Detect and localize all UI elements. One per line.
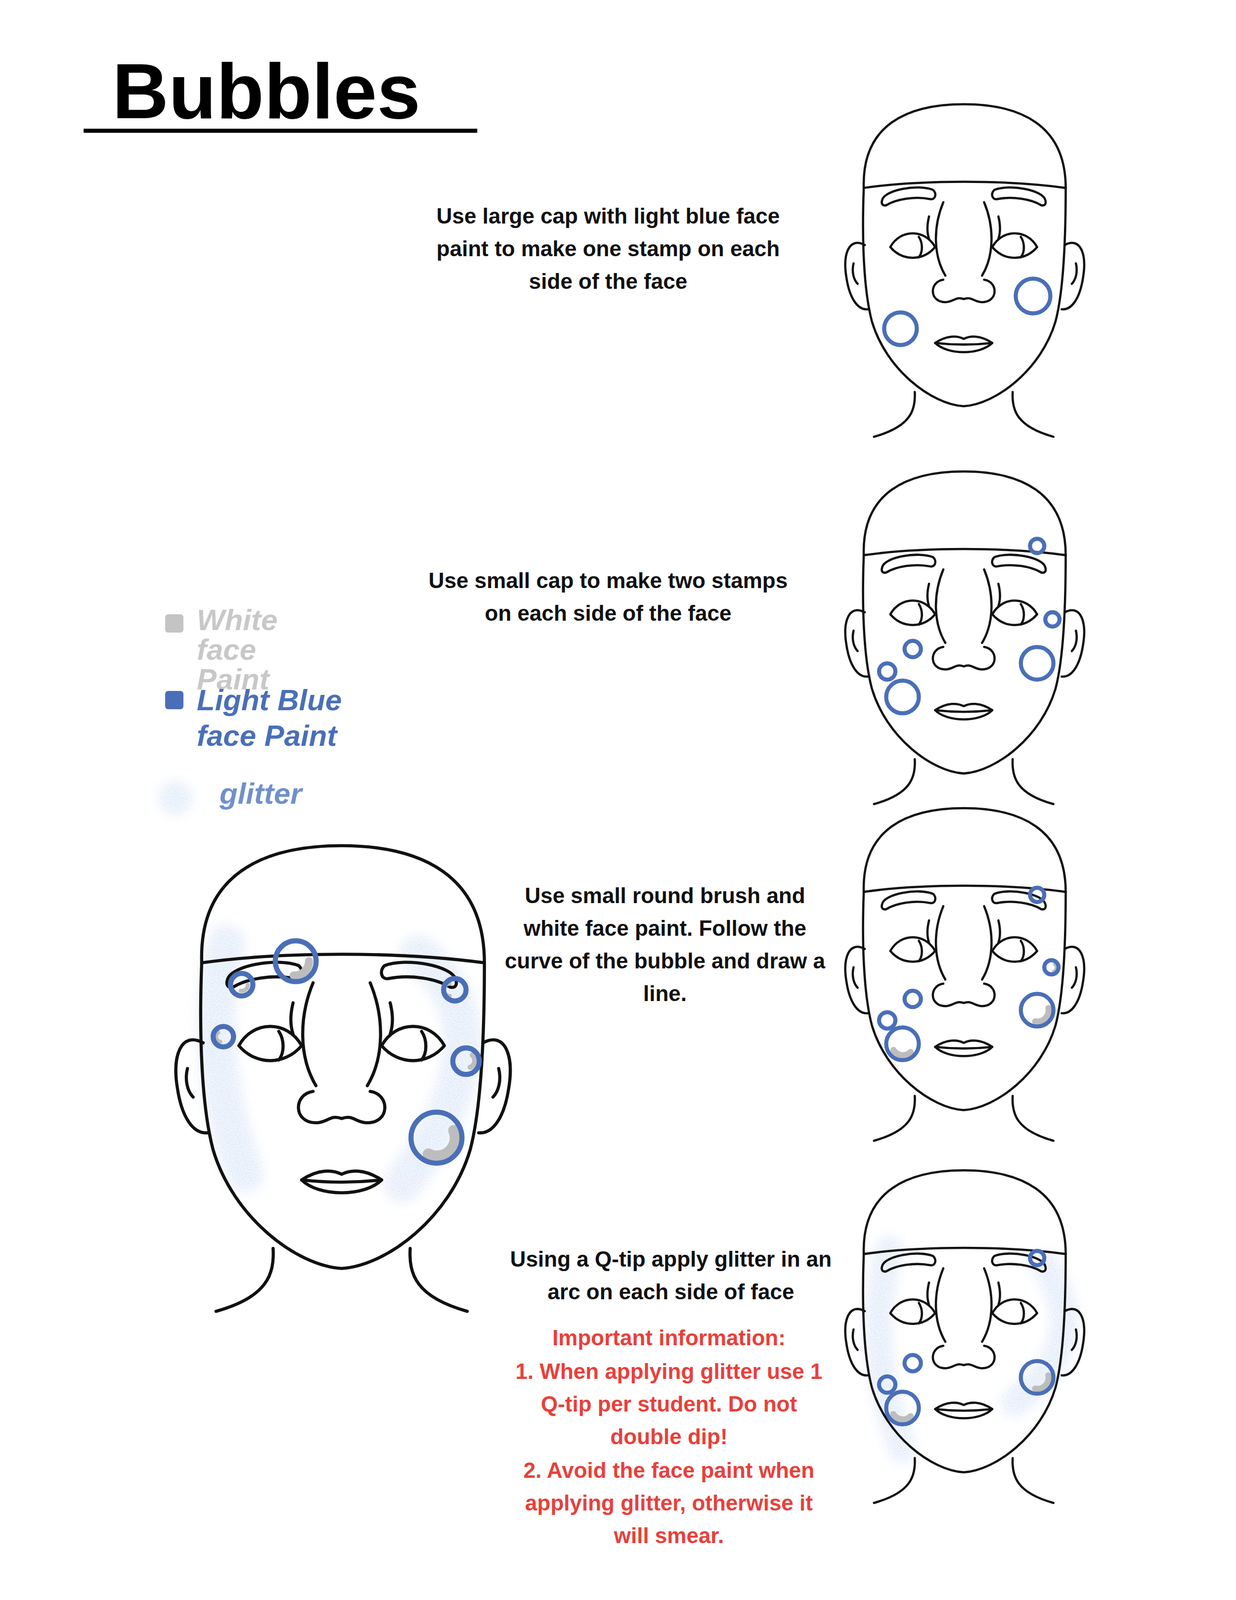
bubble-stamp [1020,1360,1054,1394]
note-heading: Important information: [495,1321,842,1354]
bubble-stamp [885,1391,919,1424]
white-highlight [240,984,248,991]
step-instruction: Use small round brush and white face pai… [499,879,831,1010]
step-instruction: Using a Q-tip apply glitter in an arc on… [497,1242,844,1308]
bubble-stamp [1045,612,1060,627]
bubble-stamps [879,1250,1054,1424]
bubble-stamp [885,680,919,713]
bubble-stamp [1015,278,1051,313]
white-highlight [893,1049,911,1056]
white-highlight [216,1032,221,1042]
bubble-stamp [1044,959,1059,974]
bubble-stamp [904,990,922,1007]
bubble-stamps [879,887,1059,1060]
bubble-stamps [879,538,1060,713]
legend-text: White face Paint [196,605,336,695]
glitter-sample [159,781,192,814]
bubble-stamp [410,1111,462,1163]
bubble-stamp [904,640,922,658]
glitter-arcs [878,1249,1064,1449]
white-highlights [216,960,475,1156]
white-highlight [428,1130,456,1156]
safety-note: 2. Avoid the face paint when applying gl… [505,1453,833,1552]
safety-note: 1. When applying glitter use 1 Q-tip per… [505,1354,833,1453]
bubble-stamp [1029,538,1045,553]
bubble-stamp [1029,1250,1045,1265]
bubble-stamp [213,1025,234,1047]
bubble-stamp [904,1354,922,1371]
face-outline [845,1169,1085,1502]
bubble-stamp [883,312,917,346]
face-outline [845,807,1085,1141]
bubble-stamps [213,940,480,1163]
bubble-stamp [1020,646,1054,680]
step-instruction: Use small cap to make two stamps on each… [420,564,796,630]
white-highlight [1035,1007,1049,1021]
bubble-stamp [275,940,317,982]
bubble-stamp [1020,993,1054,1026]
bubble-stamp [885,1026,919,1060]
white-highlight [293,960,309,975]
bubble-stamp [443,977,466,1001]
bubble-stamp [879,1375,896,1393]
white-highlight [470,1054,475,1067]
legend-swatch [165,614,184,633]
page-title: Bubbles [112,51,421,131]
face-outline [845,104,1085,437]
legend-swatch [165,690,184,709]
bubble-stamp [879,1012,896,1029]
legend-text: Light Blue face Paint [196,682,346,754]
bubble-stamp [230,972,253,996]
legend-text: glitter [219,776,368,811]
bubble-stamp [452,1047,480,1075]
white-highlight [1035,1374,1049,1389]
face-outline [176,845,511,1311]
step-instruction: Use large cap with light blue face paint… [420,199,796,298]
face-outline [845,471,1085,804]
bubble-stamp [879,662,896,680]
bubble-stamps [883,278,1051,345]
bubble-stamp [1029,887,1045,902]
white-highlight [893,1413,911,1419]
